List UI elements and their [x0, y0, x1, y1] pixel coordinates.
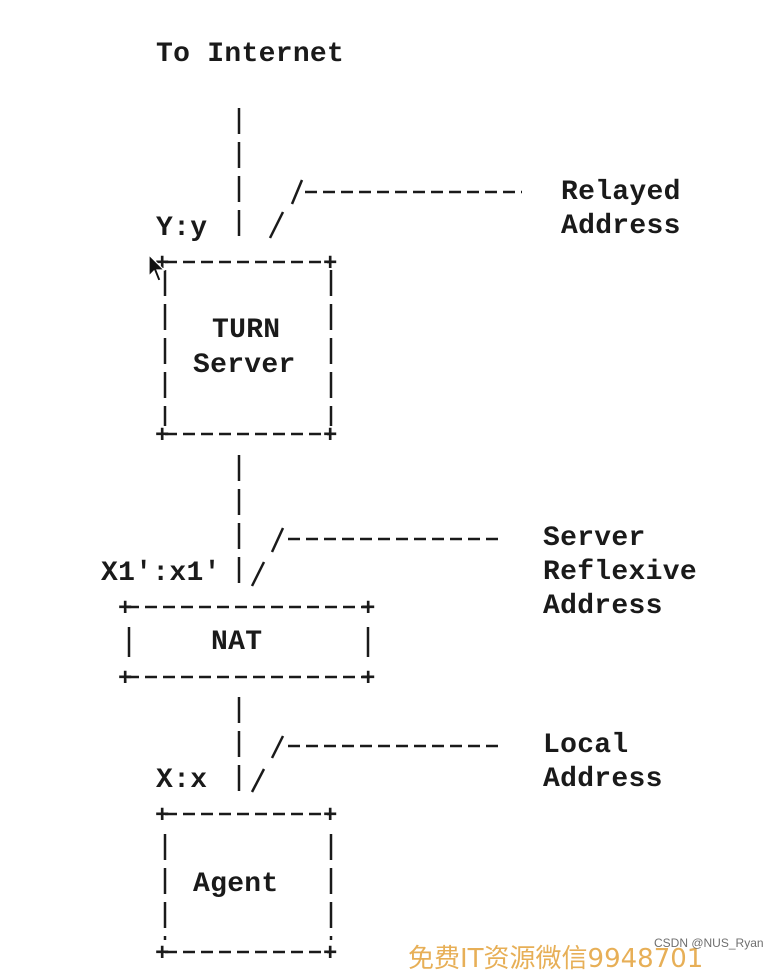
corner-plus: +: [323, 251, 337, 278]
turn-server-label-line2: Server: [193, 350, 296, 381]
agent-address-label: X:x: [156, 765, 208, 796]
csdn-credit: CSDN @NUS_Ryan: [654, 936, 764, 950]
corner-plus: +: [155, 941, 169, 960]
corner-plus: +: [155, 423, 169, 450]
to-internet-label: To Internet: [156, 39, 345, 70]
corner-plus: +: [118, 596, 132, 623]
corner-plus: +: [323, 803, 337, 830]
relayed-label-line2: Address: [561, 211, 681, 242]
nat-address-label: X1':x1': [101, 558, 221, 589]
turn-address-label: Y:y: [156, 213, 208, 244]
corner-plus: +: [323, 941, 337, 960]
corner-plus: +: [155, 251, 169, 278]
corner-plus: +: [361, 596, 375, 623]
reflexive-label-line1: Server: [543, 523, 646, 554]
mouse-pointer-icon: [148, 254, 166, 282]
corner-plus: +: [361, 666, 375, 693]
turn-server-label-line1: TURN: [212, 315, 281, 346]
nat-label: NAT: [211, 627, 263, 658]
reflexive-label-line2: Reflexive: [543, 557, 697, 588]
corner-plus: +: [323, 423, 337, 450]
reflexive-label-line3: Address: [543, 591, 663, 622]
agent-label: Agent: [193, 869, 279, 900]
corner-plus: +: [118, 666, 132, 693]
corner-plus: +: [155, 803, 169, 830]
local-label-line2: Address: [543, 764, 663, 795]
local-label-line1: Local: [543, 730, 629, 761]
relayed-label-line1: Relayed: [561, 177, 681, 208]
